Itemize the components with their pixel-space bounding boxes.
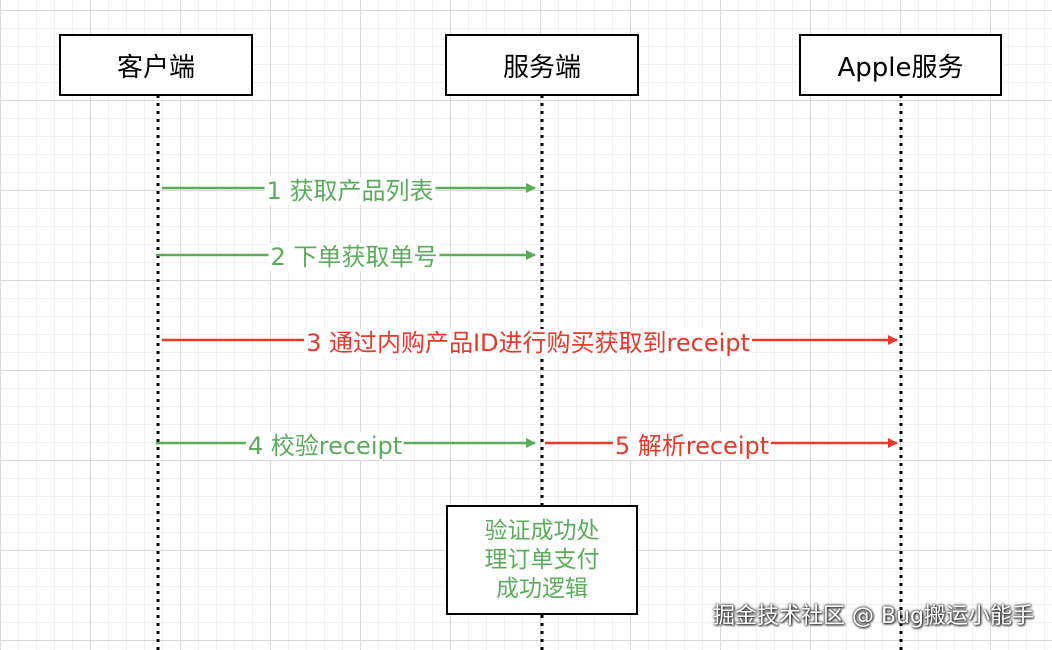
participant-client-label: 客户端 <box>116 52 195 83</box>
note-line-1: 验证成功处 <box>484 517 600 544</box>
watermark: 掘金技术社区 @ Bug搬运小能手 <box>713 604 1034 629</box>
participant-client: 客户端 <box>59 34 253 96</box>
note-line-3: 成功逻辑 <box>496 575 588 602</box>
message-label-1: 1 获取产品列表 <box>264 177 436 205</box>
note-box: 验证成功处 理订单支付 成功逻辑 <box>446 505 638 615</box>
participant-server-label: 服务端 <box>502 52 581 83</box>
participant-apple: Apple服务 <box>799 34 1002 96</box>
participant-apple-label: Apple服务 <box>837 52 964 83</box>
note-line-2: 理订单支付 <box>484 546 600 573</box>
message-label-3: 3 通过内购产品ID进行购买获取到receipt <box>304 329 752 357</box>
message-label-4: 4 校验receipt <box>245 432 405 460</box>
participant-server: 服务端 <box>445 34 639 96</box>
message-label-2: 2 下单获取单号 <box>268 243 440 271</box>
message-label-5: 5 解析receipt <box>612 432 772 460</box>
